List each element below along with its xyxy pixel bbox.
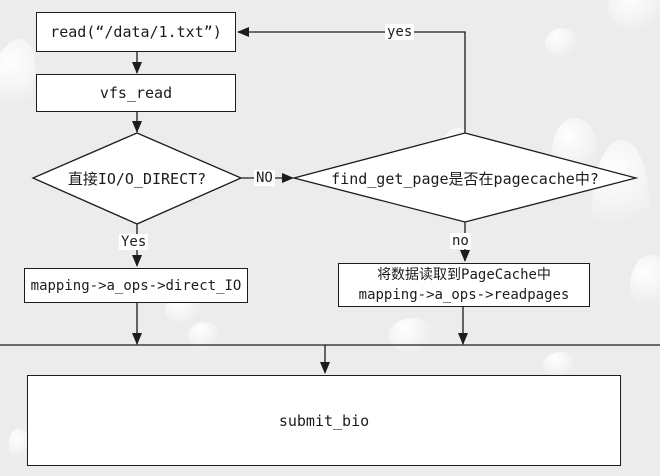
decision-direct-io-label: 直接IO/O_DIRECT? <box>67 169 207 188</box>
edge-label-yes-loop: yes <box>385 24 415 40</box>
node-readpages-action: 将数据读取到PageCache中 mapping->a_ops->readpag… <box>338 263 590 307</box>
node-readpages-action-line2: mapping->a_ops->readpages <box>358 287 570 303</box>
decision-pagecache-label: find_get_page是否在pagecache中? <box>331 169 599 188</box>
node-vfs-read: vfs_read <box>36 74 236 112</box>
edge-label-no-branch: NO <box>254 170 275 186</box>
node-read-call-label: read(“/data/1.txt”) <box>50 23 222 41</box>
node-direct-io-action: mapping->a_ops->direct_IO <box>24 268 248 303</box>
node-readpages-action-line1: 将数据读取到PageCache中 <box>377 267 551 283</box>
node-read-call: read(“/data/1.txt”) <box>36 12 236 52</box>
edge-label-no-down: no <box>450 233 471 249</box>
edge-label-yes-branch: Yes <box>119 234 149 250</box>
connector-yes-loop <box>237 27 466 133</box>
node-vfs-read-label: vfs_read <box>99 84 173 102</box>
node-direct-io-action-label: mapping->a_ops->direct_IO <box>30 277 242 294</box>
node-submit-bio-label: submit_bio <box>278 411 370 430</box>
node-submit-bio: submit_bio <box>27 375 621 466</box>
